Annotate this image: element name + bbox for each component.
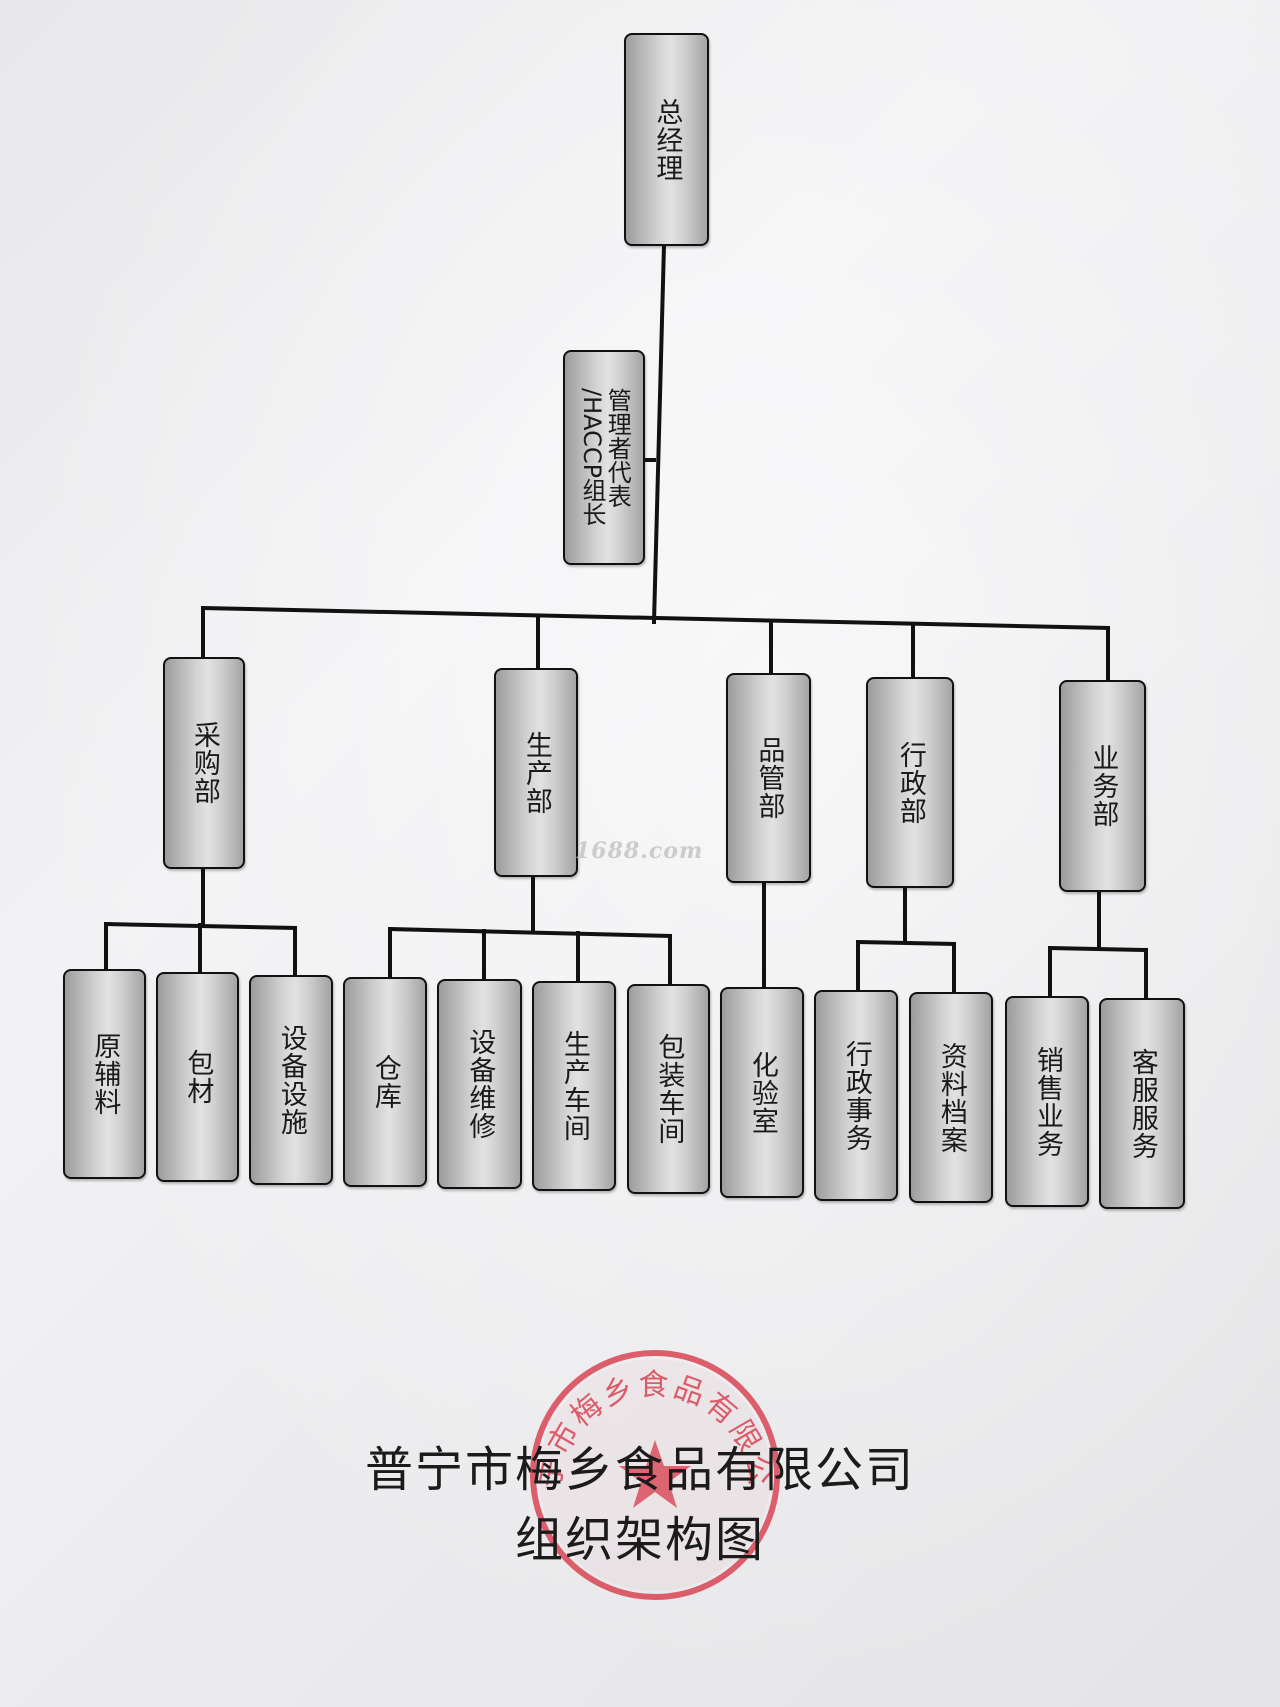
node-unit: 设备维修 <box>437 979 522 1189</box>
watermark: 1688.com <box>575 838 704 864</box>
node-label: 客服服务 <box>1126 1047 1158 1160</box>
node-dept-quality: 品管部 <box>726 673 811 883</box>
node-label: 包装车间 <box>653 1033 685 1145</box>
node-label: 包材 <box>182 1049 214 1105</box>
node-label: 资料档案 <box>935 1041 967 1154</box>
node-label: 采购部 <box>188 721 220 805</box>
node-unit: 仓库 <box>343 977 427 1187</box>
node-unit: 客服服务 <box>1099 998 1185 1209</box>
chart-title: 组织架构图 <box>514 1512 765 1568</box>
node-label: 设备设施 <box>275 1024 307 1136</box>
node-unit: 行政事务 <box>814 990 898 1201</box>
company-name: 普宁市梅乡食品有限公司 <box>364 1442 915 1498</box>
node-label: 生产车间 <box>558 1030 590 1142</box>
node-label: 原辅料 <box>89 1032 121 1116</box>
company-seal: 普宁市梅乡食品有限公司 <box>520 1340 780 1600</box>
node-label: 生产部 <box>520 730 552 815</box>
node-dept-business: 业务部 <box>1059 680 1146 892</box>
node-unit: 生产车间 <box>532 981 616 1191</box>
node-unit: 化验室 <box>720 987 804 1198</box>
node-label: 业务部 <box>1087 744 1119 828</box>
node-unit: 资料档案 <box>909 992 993 1203</box>
node-label: 销售业务 <box>1031 1045 1063 1158</box>
node-label: 品管部 <box>753 736 785 820</box>
node-unit: 包装车间 <box>627 984 710 1194</box>
node-label: 管理者代表 /HACCP组长 <box>578 388 632 527</box>
node-unit: 原辅料 <box>63 969 146 1179</box>
node-general-manager: 总经理 <box>624 33 709 246</box>
node-label: 设备维修 <box>464 1028 496 1140</box>
node-unit: 销售业务 <box>1005 996 1089 1207</box>
node-label: 总经理 <box>651 97 683 182</box>
node-dept-administration: 行政部 <box>866 677 954 888</box>
node-dept-purchasing: 采购部 <box>163 657 245 869</box>
node-label: 化验室 <box>746 1050 778 1135</box>
node-label: 行政事务 <box>840 1039 872 1152</box>
node-label: 行政部 <box>894 740 926 825</box>
node-dept-production: 生产部 <box>494 668 578 877</box>
node-label: 仓库 <box>369 1054 401 1110</box>
node-unit: 设备设施 <box>249 975 333 1185</box>
node-unit: 包材 <box>156 972 239 1182</box>
node-management-representative: 管理者代表 /HACCP组长 <box>563 350 645 565</box>
